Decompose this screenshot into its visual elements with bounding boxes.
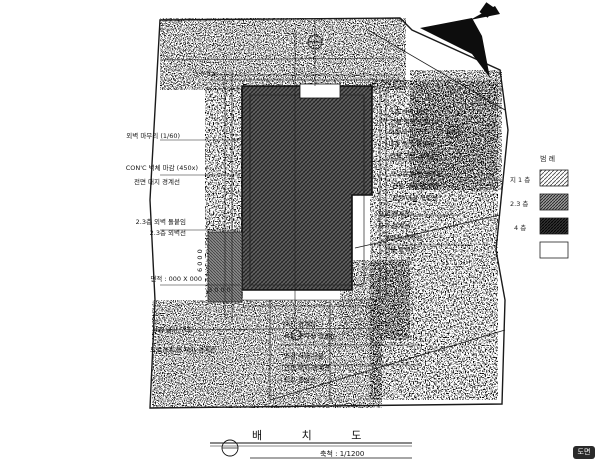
drawing-title: 배 치 도 <box>252 429 380 442</box>
right-label-6: 2.3층 외벽 돌붙임 <box>392 170 443 178</box>
left-label-6: 면적 : 000 X 000 <box>150 275 202 283</box>
right-label-1: 1층 바닥 마감 <box>390 108 429 116</box>
corner-stamp: 도면 <box>573 446 595 459</box>
legend-swatches <box>539 169 569 259</box>
dimension-lines <box>160 20 470 400</box>
north-arrow-icon <box>420 2 500 78</box>
legend-label-1: 지 1 층 <box>510 176 531 184</box>
legend-title: 범 례 <box>540 155 556 163</box>
dimension-label-2: 6 0 0 0 <box>196 249 204 272</box>
right-label-17: 도로 중심선 <box>284 376 316 384</box>
title-block <box>210 439 412 459</box>
right-label-13: 대지 경계선 <box>284 320 316 328</box>
dimension-label-1: 3 0 0 0 <box>194 70 217 78</box>
left-label-3: 전면 대지 경계선 <box>134 178 180 186</box>
right-label-10: 부지 경계선 <box>378 222 410 230</box>
right-label-11: 계단실 외벽선 <box>384 234 422 242</box>
left-label-5: 2.3층 외벽선 <box>149 229 186 237</box>
right-label-8: 지붕 마감 구조선 <box>392 194 438 202</box>
legend-label-3: 4 층 <box>514 224 527 232</box>
drawing-scale: 축척 : 1/1200 <box>320 450 365 458</box>
left-label-4: 2.3층 외벽 돌붙임 <box>135 218 186 226</box>
left-label-8: 도로경계 등 부지 경계선 <box>150 346 216 354</box>
right-label-3: 2층 바닥 구조 <box>390 128 429 136</box>
legend-label-2: 2.3 층 <box>510 200 529 208</box>
right-label-15: 조경 식재 부분 <box>284 352 325 360</box>
right-label-2: 건물 외벽선 B.10 <box>390 118 439 126</box>
right-label-4: 3층 외벽 돌붙임 <box>390 140 435 148</box>
right-label-16: 인접 대지 경계선 <box>284 364 330 372</box>
right-label-12: 건물 외벽선 <box>384 246 416 254</box>
right-label-5: 건물 외곽 경계선 <box>390 152 436 160</box>
left-label-7: 4층 바닥 구조 <box>153 326 192 334</box>
left-label-1: 외벽 마무리 (1/60) <box>126 132 180 140</box>
section-mark-icon <box>290 34 460 341</box>
left-label-2: CON'C 벽체 마감 (450x) <box>125 164 198 172</box>
right-label-7: 건물 외벽 경계선 <box>392 182 438 190</box>
dimension-label-3: 3 0 0 0 <box>208 286 231 294</box>
right-label-9: 도로 경계선 <box>378 210 410 218</box>
right-label-14: 옥외 주차장 경계선 <box>284 332 336 340</box>
